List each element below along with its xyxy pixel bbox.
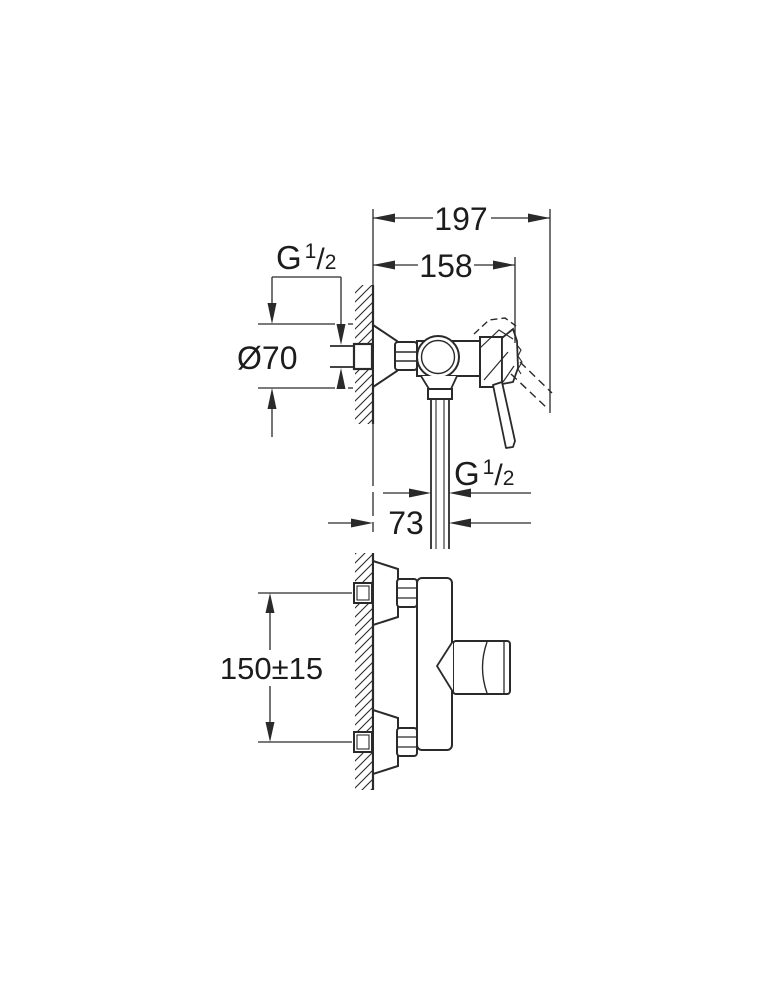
arrowhead: [265, 722, 275, 742]
arrowhead: [493, 260, 515, 270]
arrowhead: [373, 260, 395, 270]
dimension-197: [373, 209, 551, 413]
supply-fitting: [353, 731, 373, 753]
plan-view: [258, 553, 511, 790]
dimension-158: [373, 257, 516, 343]
dimension-label-diameter-70: Ø70: [237, 340, 298, 376]
cartridge-cap: [416, 335, 460, 379]
dimension-150: [258, 592, 352, 743]
inlet-connection-lower: [353, 708, 418, 776]
dimension-73: [328, 518, 531, 528]
handle-plan: [452, 640, 511, 695]
dimension-label-158: 158: [419, 248, 473, 284]
arrowhead: [373, 213, 395, 223]
handle-cap-facets: [479, 329, 515, 383]
arrowhead: [267, 303, 277, 324]
arrowhead: [449, 518, 471, 528]
handle-lever: [492, 381, 516, 449]
handle-side: [473, 317, 553, 449]
connection-nut-side: [394, 341, 418, 371]
callout-thread-top: [272, 276, 346, 389]
outlet-shoulder: [420, 375, 458, 390]
escutcheon-plan: [372, 559, 399, 627]
dimension-label-73: 73: [388, 505, 424, 541]
arrowhead: [528, 213, 550, 223]
callout-thread-bottom: [383, 488, 531, 498]
outlet-pipe: [427, 388, 453, 549]
wall-section-side: [355, 209, 375, 532]
wall-hatching: [355, 553, 373, 790]
connection-nut: [396, 578, 418, 608]
connection-nut: [396, 727, 418, 757]
arrowhead: [336, 324, 346, 345]
handle-alt-position-dashed: [473, 317, 517, 335]
mixer-body-side: [416, 335, 503, 390]
inlet-connection-upper: [353, 559, 418, 627]
dimension-70: [258, 277, 353, 437]
arrowhead: [265, 593, 275, 613]
supply-fitting: [353, 582, 373, 604]
handle-cap-knurl: [516, 344, 523, 375]
lever-alt-position-dashed: [510, 361, 553, 410]
supply-fitting: [352, 342, 374, 371]
handle-dome-arc: [481, 641, 488, 694]
arrowhead: [409, 488, 431, 498]
mixer-body-plan: [416, 577, 511, 751]
dimension-label-197: 197: [434, 201, 488, 237]
supply-connection: [330, 342, 374, 371]
side-view: [330, 209, 553, 549]
dimension-label-150: 150±15: [219, 651, 324, 686]
arrowhead: [336, 368, 346, 389]
escutcheon-plan: [372, 708, 399, 776]
handle-cone-chevron: [435, 640, 454, 693]
escutcheon-side: [372, 323, 398, 389]
arrowhead: [449, 488, 471, 498]
arrowhead: [267, 388, 277, 409]
arrowhead: [351, 518, 373, 528]
pipe-flange: [427, 388, 453, 400]
